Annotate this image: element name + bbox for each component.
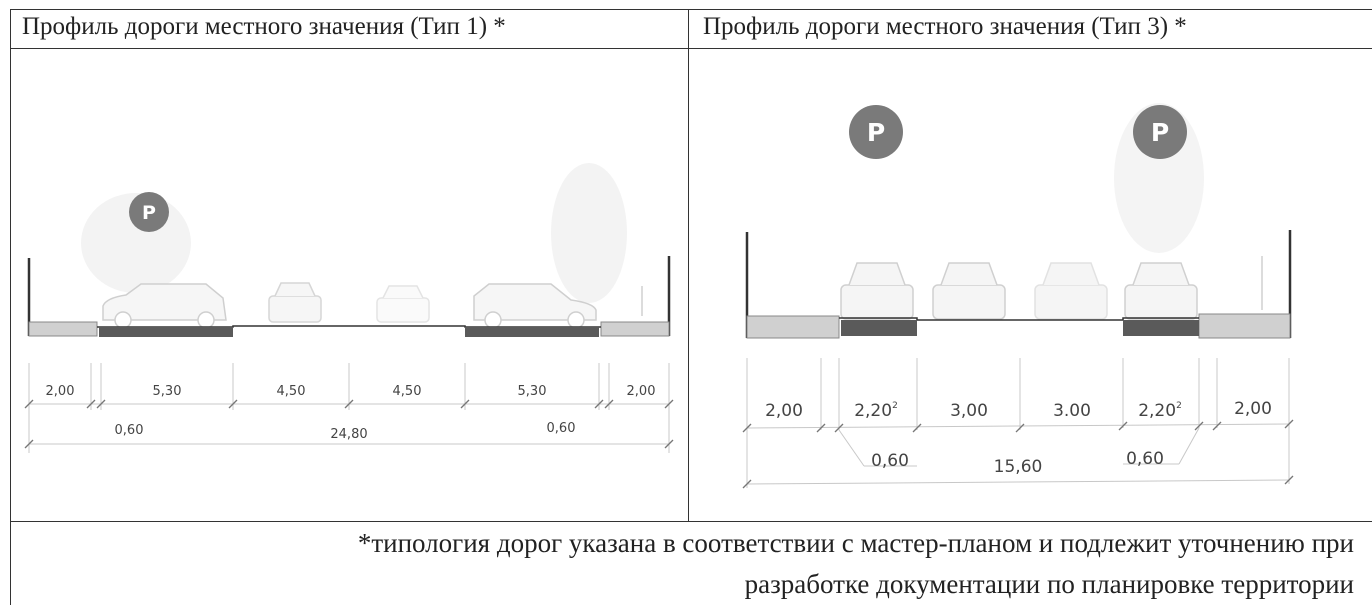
parking-icon-right-label: P: [1151, 118, 1169, 147]
roadway-surface: [97, 325, 601, 328]
footnote-line-1: *типология дорог указана в соответствии …: [357, 528, 1354, 558]
dim-parking-left: 5,30: [153, 384, 182, 399]
dim-buffer-left: 0,60: [115, 423, 144, 438]
parking-icon-right: [1133, 105, 1187, 159]
parking-lane-right: [1123, 320, 1199, 336]
dim-lane-1: 3,00: [950, 401, 988, 421]
footnote-divider: [10, 521, 1372, 522]
dim-sidewalk-left: 2,00: [46, 384, 75, 399]
dim-buffer-right: 0,60: [547, 421, 576, 436]
dim-sidewalk-left: 2,00: [765, 401, 803, 421]
car-3: [1034, 262, 1108, 320]
dim-buffer-right: 0,60: [1126, 449, 1164, 469]
car-front-right: [376, 285, 430, 323]
dim-lane-2: 3.00: [1053, 401, 1091, 421]
dim-lane-1: 4,50: [277, 384, 306, 399]
car-1: [840, 262, 914, 320]
dim-total-width: 15,60: [994, 457, 1043, 477]
parking-icon-label: P: [142, 202, 156, 224]
sidewalk-left: [746, 315, 840, 339]
car-right: [473, 283, 597, 329]
dimension-lines: [746, 358, 1290, 488]
parking-lane-left: [841, 320, 917, 336]
roadway-surface: [839, 317, 1199, 321]
parking-icon: [129, 192, 169, 232]
car-front-left: [268, 282, 322, 323]
dimension-ticks: [742, 419, 1294, 489]
dim-sidewalk-right: 2,00: [627, 384, 656, 399]
left-road-profile-diagram: P: [24, 163, 674, 453]
car-2: [932, 262, 1006, 320]
parking-icon-left-label: P: [867, 118, 885, 147]
dim-parking-right: 2,202: [1138, 401, 1182, 421]
footnote-line-2: разработке документации по планировке те…: [744, 569, 1354, 599]
right-profile-title: Профиль дороги местного значения (Тип 3)…: [703, 13, 1187, 40]
parking-lane-right: [465, 327, 599, 337]
car-4: [1124, 262, 1198, 320]
column-divider: [688, 9, 689, 521]
table-border-left: [10, 9, 11, 605]
sidewalk-right: [1198, 313, 1291, 339]
sidewalk-left: [28, 321, 98, 337]
parking-icon-left: [849, 105, 903, 159]
dim-parking-right: 5,30: [518, 384, 547, 399]
sidewalk-right: [600, 321, 670, 337]
left-profile-title: Профиль дороги местного значения (Тип 1)…: [22, 13, 506, 40]
header-divider: [10, 48, 1372, 49]
car-left: [102, 283, 227, 329]
tree-right: [551, 163, 627, 303]
dim-sidewalk-right: 2,00: [1234, 399, 1272, 419]
dim-buffer-left: 0,60: [871, 451, 909, 471]
parking-lane-left: [99, 327, 233, 337]
table-border-top: [10, 9, 1372, 10]
right-road-profile-diagram: P P: [742, 103, 1294, 489]
dimension-ticks: [24, 399, 674, 449]
dim-total-width: 24,80: [330, 427, 367, 442]
dim-lane-2: 4,50: [393, 384, 422, 399]
dim-parking-left: 2,202: [854, 401, 898, 421]
